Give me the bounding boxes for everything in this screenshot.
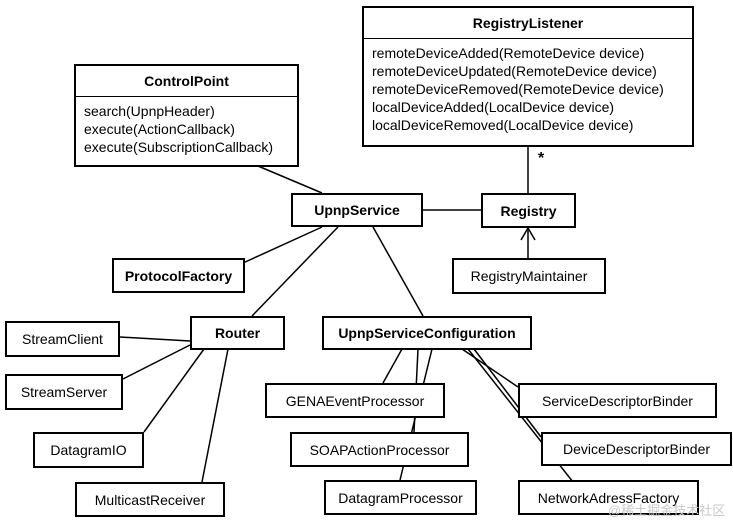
control-point-class: ControlPoint search(UpnpHeader) execute(… (74, 64, 299, 167)
upnp-service-configuration-node: UpnpServiceConfiguration (322, 316, 532, 350)
registry-listener-class: RegistryListener remoteDeviceAdded(Remot… (362, 6, 694, 147)
multiplicity-label: * (538, 150, 545, 167)
registry-listener-title: RegistryListener (364, 8, 692, 39)
edge-router-streamclient (119, 336, 191, 342)
edge-config-servicedescriptorbinder (461, 348, 519, 388)
edge-controlpoint-upnpservice (257, 165, 323, 194)
registry-node: Registry (481, 193, 576, 228)
soap-action-processor-node: SOAPActionProcessor (290, 432, 469, 467)
gena-event-processor-node: GENAEventProcessor (265, 383, 445, 418)
service-descriptor-binder-node: ServiceDescriptorBinder (518, 383, 717, 418)
datagram-io-node: DatagramIO (33, 432, 144, 468)
registry-listener-operations: remoteDeviceAdded(RemoteDevice device) r… (364, 39, 692, 134)
edge-router-streamserver (122, 344, 191, 380)
edge-config-genaeventprocessor (382, 348, 403, 384)
arrowhead-registry (520, 226, 536, 241)
device-descriptor-binder-node: DeviceDescriptorBinder (541, 432, 732, 466)
stream-server-node: StreamServer (5, 374, 123, 410)
operation-item: execute(SubscriptionCallback) (84, 139, 274, 155)
operation-item: remoteDeviceRemoved(RemoteDevice device) (372, 81, 664, 97)
protocol-factory-node: ProtocolFactory (112, 258, 245, 293)
edge-router-datagramio (143, 348, 205, 433)
edge-upnpservice-protocolfactory (242, 226, 323, 264)
watermark-text: @稀土掘金技术社区 (608, 503, 726, 518)
operation-item: localDeviceRemoved(LocalDevice device) (372, 117, 634, 133)
datagram-processor-node: DatagramProcessor (324, 480, 477, 515)
upnp-service-node: UpnpService (291, 193, 423, 227)
operation-item: localDeviceAdded(LocalDevice device) (372, 99, 615, 115)
edge-upnpservice-router (251, 226, 339, 317)
edge-upnpservice-configuration (372, 226, 424, 317)
operation-item: remoteDeviceAdded(RemoteDevice device) (372, 45, 645, 61)
operation-item: execute(ActionCallback) (84, 121, 235, 137)
network-adress-factory-node: NetworkAdressFactory (518, 480, 699, 515)
edge-router-multicastreceiver (201, 348, 229, 483)
router-node: Router (190, 316, 285, 350)
multicast-receiver-node: MulticastReceiver (75, 482, 225, 517)
edge-config-devicedescriptorbinder (473, 348, 542, 438)
registry-maintainer-node: RegistryMaintainer (452, 258, 606, 294)
operation-item: remoteDeviceUpdated(RemoteDevice device) (372, 63, 657, 79)
operation-item: search(UpnpHeader) (84, 103, 215, 119)
control-point-operations: search(UpnpHeader) execute(ActionCallbac… (76, 97, 297, 156)
control-point-title: ControlPoint (76, 66, 297, 97)
stream-client-node: StreamClient (5, 321, 120, 357)
